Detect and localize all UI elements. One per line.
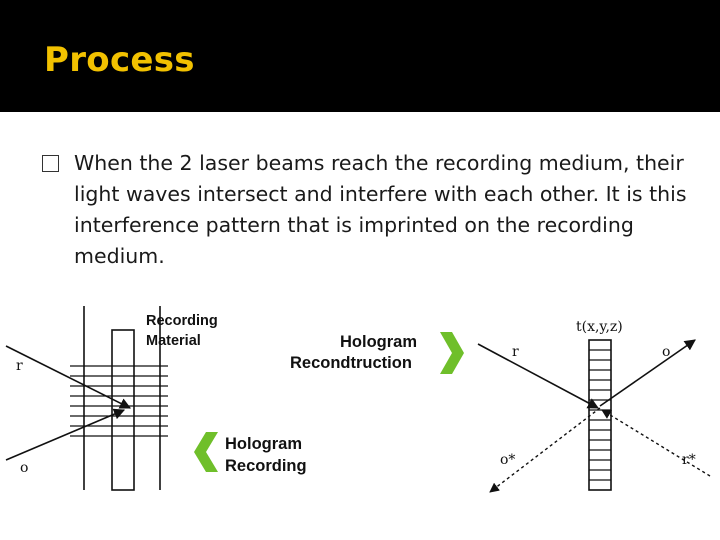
reconstruction-panel: t(x,y,z) r o o* r* xyxy=(477,319,711,493)
reconstruction-label-line2: Recondtruction xyxy=(290,354,412,372)
transmittance-label: t(x,y,z) xyxy=(576,319,623,335)
recording-caption-line1: Hologram xyxy=(225,435,302,453)
output-beam-o-arrow xyxy=(599,339,696,407)
conjugate-beam-o-star-arrow xyxy=(489,407,601,493)
object-beam-arrow xyxy=(5,408,126,461)
hologram-recording-caption: Hologram Recording xyxy=(194,432,307,475)
chevron-right-icon xyxy=(440,332,464,374)
left-beam-o-label: o xyxy=(20,460,28,476)
hologram-plate-fringes xyxy=(589,349,611,481)
bullet-box-icon xyxy=(42,155,59,172)
hologram-plate xyxy=(588,339,612,491)
chevron-left-icon xyxy=(194,432,218,472)
conjugate-o-label: o* xyxy=(500,452,515,468)
left-beam-r-label: r xyxy=(16,358,23,374)
hologram-diagram: Recording Material r o Hologram Recondtr… xyxy=(5,306,711,493)
incident-beam-r-arrow xyxy=(477,343,599,409)
conjugate-r-label: r* xyxy=(682,452,696,468)
recording-panel: Recording Material r o xyxy=(5,306,218,491)
reconstruction-label-line1: Hologram xyxy=(340,333,417,351)
slide-title: Process xyxy=(44,40,195,80)
recording-label-line2: Material xyxy=(146,333,201,349)
recording-material-plate xyxy=(83,306,161,491)
reference-beam-arrow xyxy=(5,345,132,409)
right-beam-r-label: r xyxy=(512,344,519,360)
title-bar xyxy=(0,0,720,112)
recording-caption-line2: Recording xyxy=(225,457,307,475)
right-beam-o-label: o xyxy=(662,344,670,360)
recording-label-line1: Recording xyxy=(146,313,218,329)
hologram-reconstruction-caption: Hologram Recondtruction xyxy=(290,332,464,374)
bullet-text: When the 2 laser beams reach the recordi… xyxy=(74,151,687,268)
bullet-item: When the 2 laser beams reach the recordi… xyxy=(42,148,692,272)
